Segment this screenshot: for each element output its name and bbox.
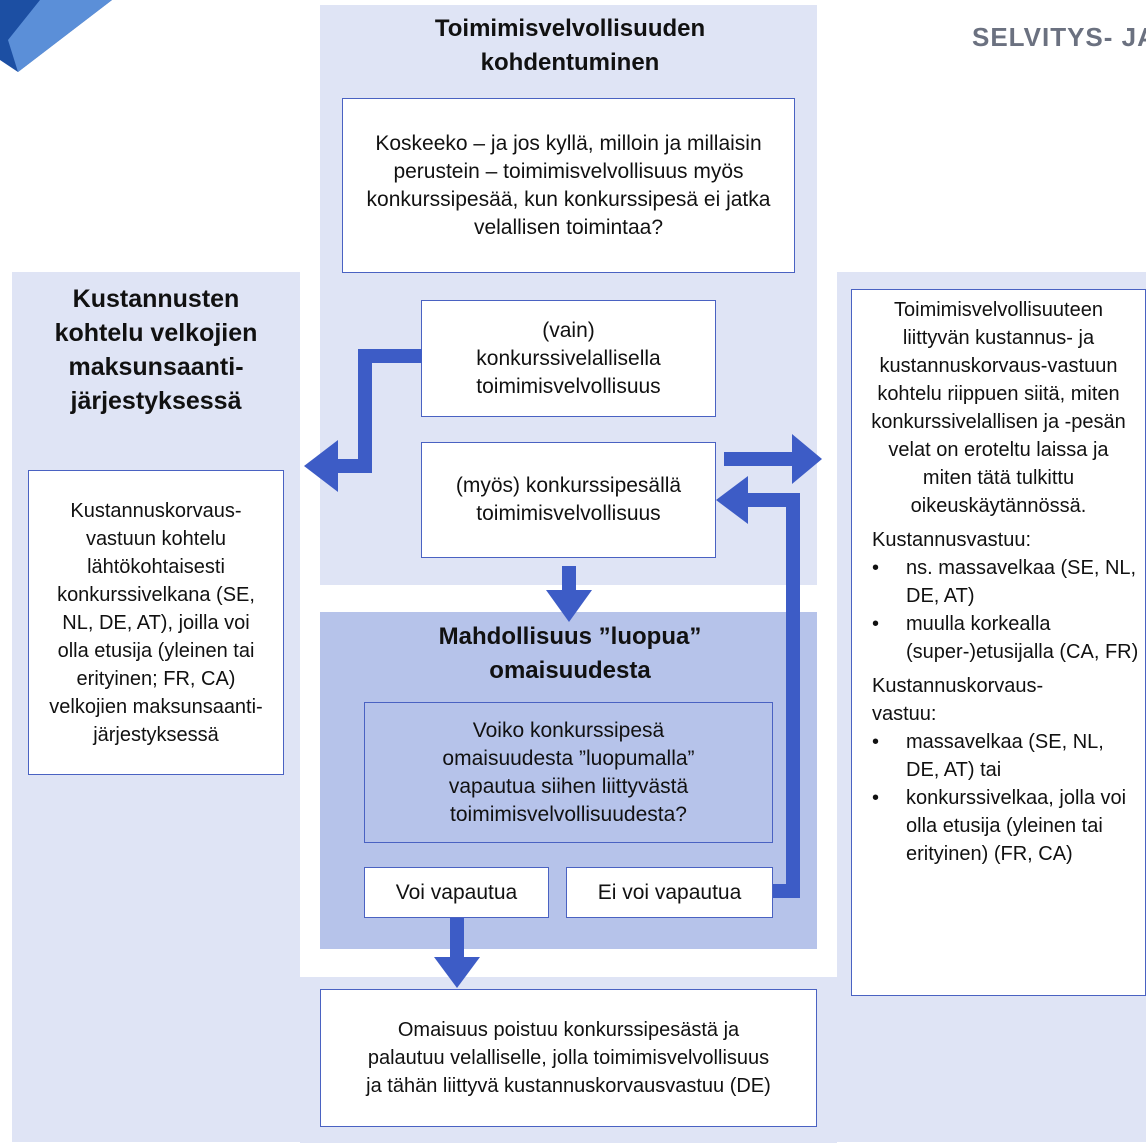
cost-liability-heading: Kustannusvastuu: [872, 529, 1031, 551]
right-info-box: Toimimisvelvollisuuteen liittyvän kustan… [851, 289, 1146, 996]
option-also-estate: (myös) konkurssipesällä toimimisvelvolli… [421, 442, 716, 558]
compensation-liability-heading: Kustannuskorvaus-vastuu: [872, 675, 1044, 725]
list-item: konkurssivelkaa, jolla voi olla etusija … [872, 784, 1139, 868]
list-item: ns. massavelkaa (SE, NL, DE, AT) [872, 554, 1139, 610]
right-cost-list: Kustannusvastuu: ns. massavelkaa (SE, NL… [872, 526, 1139, 868]
list-item: massavelkaa (SE, NL, DE, AT) tai [872, 728, 1139, 784]
list-item: muulla korkealla (super-)etusijalla (CA,… [872, 610, 1139, 666]
top-panel-title: Toimimisvelvollisuuden kohdentuminen [434, 15, 706, 76]
left-panel-title: Kustannusten kohtelu velkojien maksunsaa… [54, 285, 258, 415]
option-only-debtor: (vain) konkurssivelallisella toimimisvel… [421, 300, 716, 417]
no-release-box: Ei voi vapautua [566, 867, 773, 918]
result-box: Omaisuus poistuu konkurssipesästä ja pal… [320, 989, 817, 1127]
relinquish-question-box: Voiko konkurssipesä omaisuudesta ”luopum… [364, 702, 773, 843]
yes-release-box: Voi vapautua [364, 867, 549, 918]
middle-panel-title: Mahdollisuus ”luopua” omaisuudesta [438, 623, 702, 684]
left-info-box: Kustannuskorvaus-vastuun kohtelu lähtöko… [28, 470, 284, 775]
header-text: SELVITYS- JA [972, 22, 1146, 52]
right-intro-text: Toimimisvelvollisuuteen liittyvän kustan… [871, 299, 1126, 517]
question-box: Koskeeko – ja jos kyllä, milloin ja mill… [342, 98, 795, 273]
